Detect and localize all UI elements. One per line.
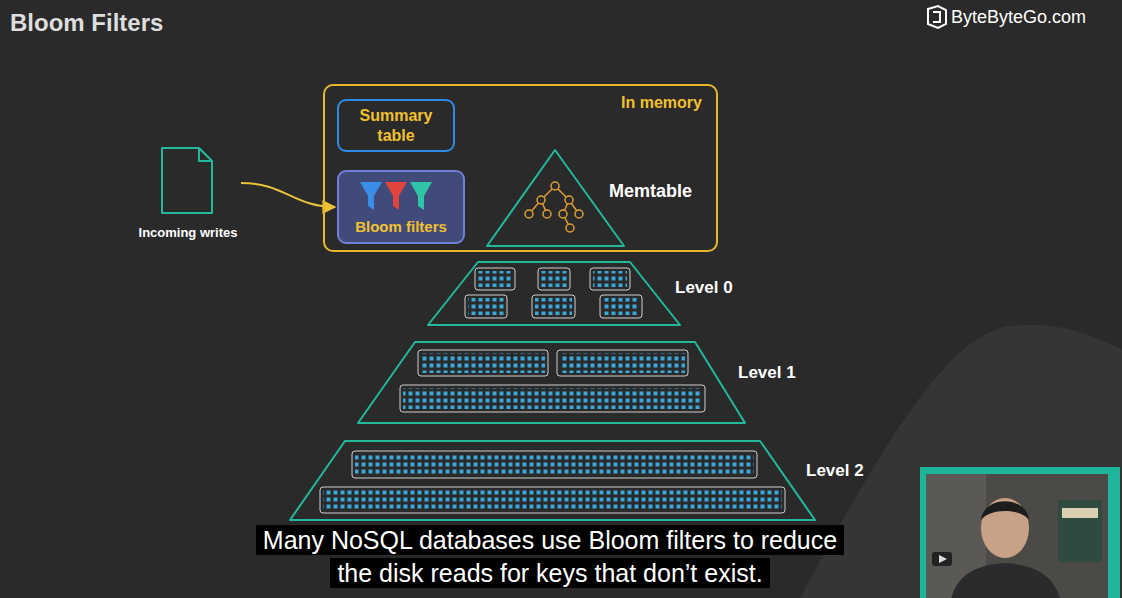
video-frame (920, 467, 1120, 598)
presenter-head (981, 498, 1029, 558)
sstable-data (593, 271, 627, 287)
node-text: Summary table (345, 106, 447, 144)
tree-node (566, 224, 574, 232)
sstable-data (541, 271, 567, 287)
book-band (1062, 508, 1098, 518)
node-text: Level 2 (806, 461, 864, 481)
book-cover (1058, 500, 1102, 562)
play-icon (939, 555, 947, 563)
node-outline (290, 440, 870, 524)
sstable-block (538, 268, 570, 290)
sstable-data (560, 353, 685, 373)
logo-mark (933, 12, 940, 22)
diagram-title: Bloom Filters (10, 9, 163, 37)
brand-logo (928, 6, 946, 28)
sstable-data (323, 490, 782, 510)
node-text: Incoming writes (135, 225, 241, 240)
sstable-block (532, 295, 575, 318)
sstable-block (320, 487, 785, 513)
sstable-block (465, 295, 507, 318)
triangle-outline (487, 150, 624, 246)
node-outline (358, 341, 798, 425)
level-trapezoid: Level 2 (290, 440, 870, 524)
document-icon (162, 148, 212, 213)
funnel-icon (360, 182, 382, 210)
memtable-triangle: Memtable (485, 148, 705, 248)
tree-node (575, 210, 583, 218)
tree-node (565, 196, 573, 204)
presenter-video (920, 467, 1120, 598)
sstable-data (421, 353, 545, 373)
sstable-data (403, 388, 702, 409)
sstable-block (475, 268, 515, 290)
tree-node (551, 182, 559, 190)
sstable-data (603, 298, 639, 315)
flow-arrow (241, 183, 335, 207)
tree-node (525, 210, 533, 218)
sstable-block (590, 268, 630, 290)
bloom-box: Bloom filters (337, 170, 465, 244)
sstable-block (600, 295, 642, 318)
document-fold (199, 148, 212, 161)
sstable-data (478, 271, 512, 287)
funnel-icon (410, 182, 432, 210)
caption-text: Many NoSQL databases use Bloom filters t… (256, 525, 844, 588)
sstable-data (468, 298, 504, 315)
sstable-block (352, 451, 757, 478)
document-node: Incoming writes (135, 145, 241, 245)
node-text: Level 1 (738, 363, 796, 383)
node-text: Memtable (609, 181, 692, 202)
video-ground (926, 474, 1108, 598)
tree-node (543, 210, 551, 218)
presenter-body (950, 563, 1062, 598)
play-icon-ground (932, 552, 952, 566)
tree-node (537, 196, 545, 204)
logo-outline (928, 6, 946, 28)
level-trapezoid: Level 0 (428, 261, 738, 327)
level-trapezoid: Level 1 (358, 341, 798, 425)
watermark: ByteByteGo.com (951, 7, 1086, 28)
sstable-block (557, 350, 688, 376)
node-text: Level 0 (675, 278, 733, 298)
presenter-hair (981, 501, 1029, 520)
sstable-block (400, 385, 705, 412)
funnel-icon (385, 182, 407, 210)
node-text: Bloom filters (339, 218, 463, 235)
tree-node (559, 210, 567, 218)
caption-box: Many NoSQL databases use Bloom filters t… (250, 524, 850, 590)
sstable-block (418, 350, 548, 376)
sstable-data (535, 298, 572, 315)
trapezoid-outline (358, 342, 745, 423)
sstable-data (355, 454, 754, 475)
memory-region: In memorySummary tableBloom filtersMemta… (323, 84, 718, 252)
trapezoid-outline (428, 262, 680, 325)
trapezoid-outline (290, 441, 815, 520)
summary-box: Summary table (337, 99, 455, 152)
